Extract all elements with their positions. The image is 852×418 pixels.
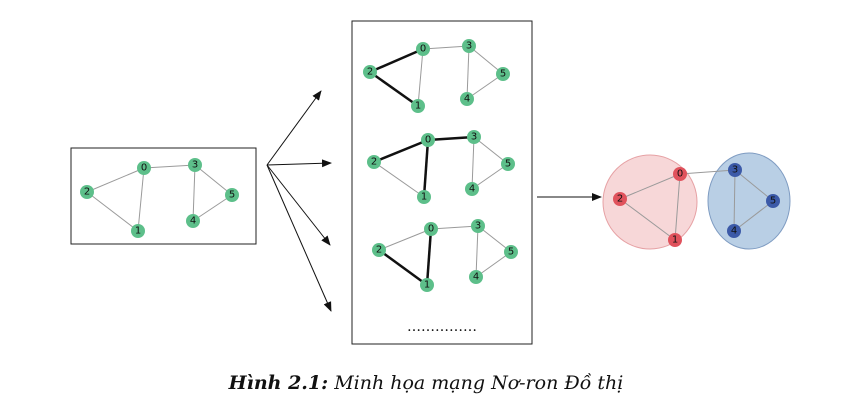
- sample-graph-3: 0 1 2 3 4 5: [372, 219, 518, 292]
- svg-text:5: 5: [500, 69, 506, 80]
- svg-text:4: 4: [469, 184, 475, 195]
- node-4: 4: [469, 270, 483, 284]
- svg-text:3: 3: [192, 160, 198, 171]
- node-4: 4: [727, 224, 741, 238]
- svg-text:1: 1: [135, 226, 141, 237]
- arrow-2: [266, 159, 332, 168]
- output-graph: 0 1 2 3 4 5: [602, 152, 791, 250]
- svg-text:0: 0: [420, 44, 426, 55]
- svg-text:3: 3: [466, 41, 472, 52]
- node-5: 5: [501, 157, 515, 171]
- node-0: 0: [416, 42, 430, 56]
- fanout-arrows: [266, 90, 332, 312]
- node-5: 5: [504, 245, 518, 259]
- node-3: 3: [728, 163, 742, 177]
- node-2: 2: [367, 155, 381, 169]
- svg-text:0: 0: [425, 135, 431, 146]
- arrow-4: [266, 164, 332, 312]
- sample-graph-2: 0 1 2 3 4 5: [367, 130, 515, 204]
- svg-text:1: 1: [421, 192, 427, 203]
- node-2: 2: [613, 192, 627, 206]
- svg-text:4: 4: [473, 272, 479, 283]
- node-4: 4: [186, 214, 200, 228]
- node-0: 0: [673, 167, 687, 181]
- node-4: 4: [460, 92, 474, 106]
- cluster-blue: [707, 152, 791, 250]
- svg-text:5: 5: [508, 247, 514, 258]
- svg-text:0: 0: [141, 163, 147, 174]
- node-2: 2: [80, 185, 94, 199]
- node-0: 0: [137, 161, 151, 175]
- svg-text:2: 2: [367, 67, 373, 78]
- node-5: 5: [225, 188, 239, 202]
- svg-text:5: 5: [770, 196, 776, 207]
- svg-text:4: 4: [190, 216, 196, 227]
- node-2: 2: [372, 243, 386, 257]
- node-3: 3: [188, 158, 202, 172]
- input-graph: 0 1 2 3 4 5: [80, 158, 239, 238]
- svg-text:2: 2: [617, 194, 623, 205]
- cluster-red: [602, 154, 698, 250]
- sample-graph-1: 0 1 2 3 4 5: [363, 39, 510, 113]
- node-0: 0: [424, 222, 438, 236]
- svg-text:4: 4: [731, 226, 737, 237]
- svg-text:3: 3: [475, 221, 481, 232]
- node-5: 5: [496, 67, 510, 81]
- svg-text:1: 1: [672, 235, 678, 246]
- node-1: 1: [668, 233, 682, 247]
- svg-text:0: 0: [677, 169, 683, 180]
- input-graph-box: [70, 147, 257, 245]
- node-5: 5: [766, 194, 780, 208]
- svg-text:3: 3: [471, 132, 477, 143]
- sampled-graphs-box: [351, 20, 533, 345]
- node-0: 0: [421, 133, 435, 147]
- svg-text:2: 2: [371, 157, 377, 168]
- arrow-1: [266, 90, 322, 166]
- node-4: 4: [465, 182, 479, 196]
- node-3: 3: [467, 130, 481, 144]
- node-1: 1: [417, 190, 431, 204]
- ellipsis: ……………: [407, 319, 477, 335]
- svg-text:0: 0: [428, 224, 434, 235]
- node-3: 3: [462, 39, 476, 53]
- node-2: 2: [363, 65, 377, 79]
- caption-label: Hình 2.1:: [228, 372, 329, 394]
- node-3: 3: [471, 219, 485, 233]
- node-1: 1: [420, 278, 434, 292]
- svg-text:1: 1: [424, 280, 430, 291]
- svg-text:1: 1: [415, 101, 421, 112]
- svg-text:5: 5: [505, 159, 511, 170]
- caption-text: Minh họa mạng Nơ-ron Đồ thị: [334, 372, 624, 394]
- svg-text:2: 2: [84, 187, 90, 198]
- node-1: 1: [131, 224, 145, 238]
- node-1: 1: [411, 99, 425, 113]
- svg-text:2: 2: [376, 245, 382, 256]
- svg-text:4: 4: [464, 94, 470, 105]
- arrow-3: [266, 164, 331, 246]
- figure-caption: Hình 2.1: Minh họa mạng Nơ-ron Đồ thị: [0, 372, 852, 394]
- svg-text:3: 3: [732, 165, 738, 176]
- svg-text:5: 5: [229, 190, 235, 201]
